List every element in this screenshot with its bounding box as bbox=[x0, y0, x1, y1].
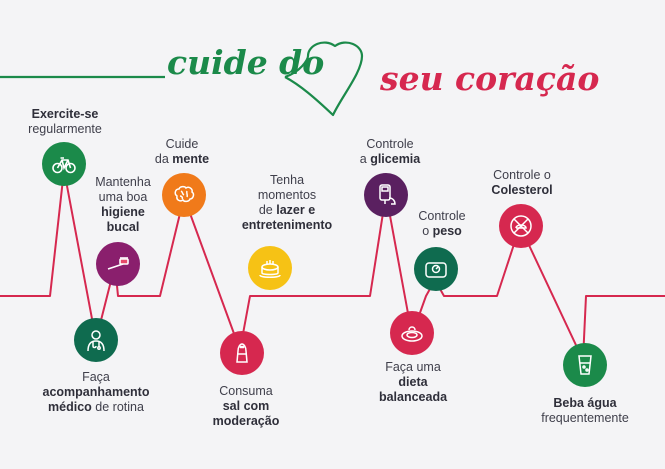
bicycle-icon bbox=[52, 157, 76, 174]
tip-icon-salt bbox=[220, 331, 264, 375]
salt-shaker-icon bbox=[236, 343, 248, 363]
tip-icon-cholesterol bbox=[499, 204, 543, 248]
tip-icon-mind bbox=[162, 173, 206, 217]
tip-icon-diet bbox=[390, 311, 434, 355]
doctor-icon bbox=[87, 330, 105, 352]
title-part-2: seu coração bbox=[380, 59, 600, 98]
glucose-meter-icon bbox=[379, 184, 396, 205]
tip-icon-leisure bbox=[248, 246, 292, 290]
tip-icon-weight bbox=[414, 247, 458, 291]
brain-icon bbox=[174, 185, 195, 203]
no-fat-icon bbox=[510, 215, 532, 237]
toothbrush-icon bbox=[107, 257, 129, 270]
food-plate-icon bbox=[401, 326, 423, 342]
tip-icon-exercise bbox=[42, 142, 86, 186]
pulse-line bbox=[0, 169, 665, 361]
tip-icon-doctor bbox=[74, 318, 118, 362]
tip-icon-glycemia bbox=[364, 173, 408, 217]
scale-icon bbox=[425, 262, 447, 278]
cake-icon bbox=[259, 260, 281, 278]
title-part-1: cuide do bbox=[167, 43, 325, 82]
heart-outline bbox=[0, 41, 364, 117]
tip-icon-hygiene bbox=[96, 242, 140, 286]
water-glass-icon bbox=[578, 355, 592, 375]
tip-icon-water bbox=[563, 343, 607, 387]
